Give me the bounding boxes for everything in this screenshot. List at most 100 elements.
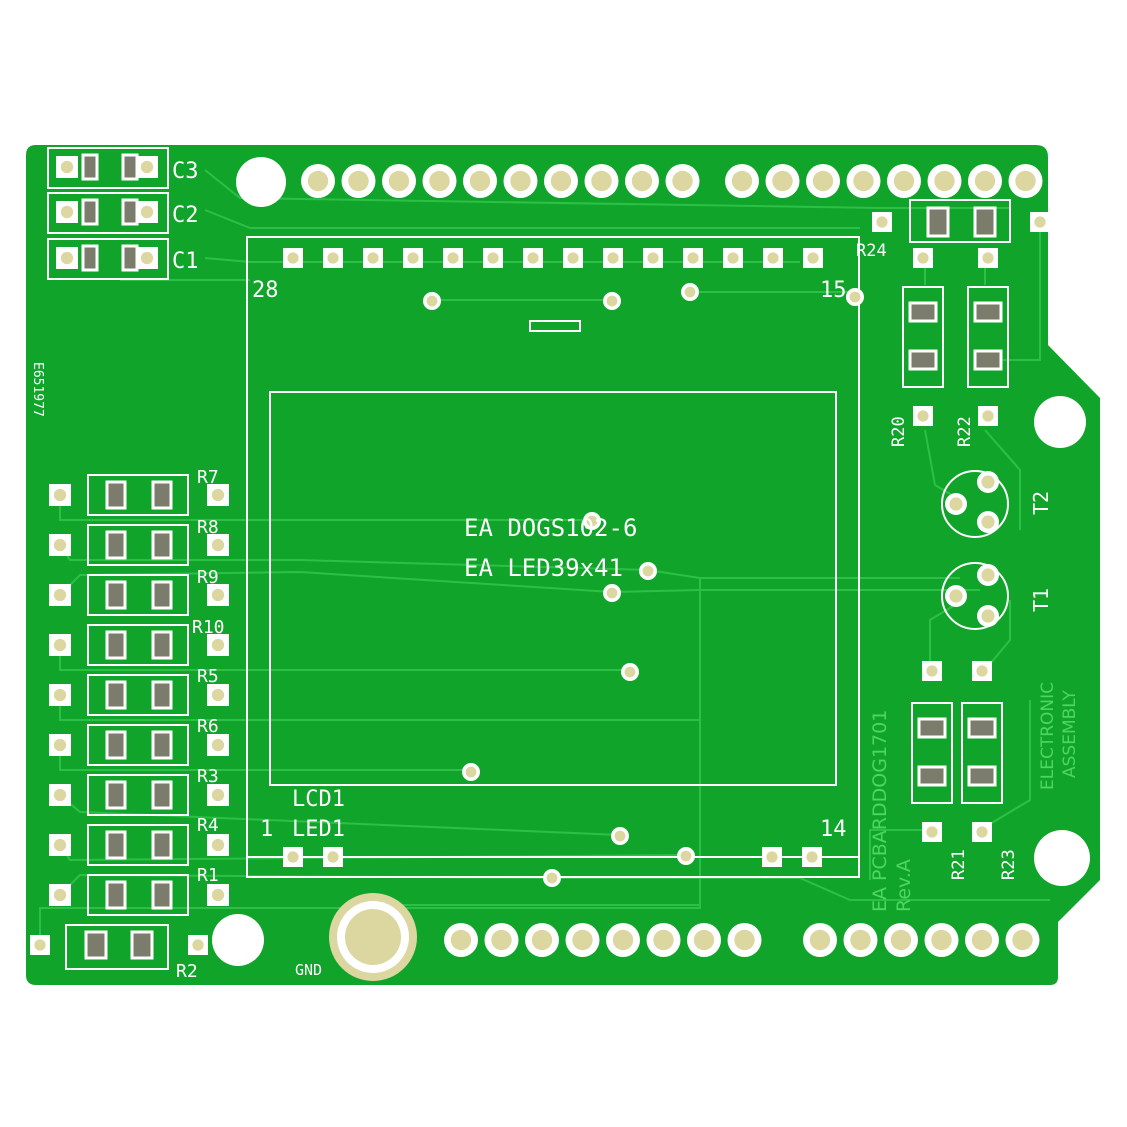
lcd-pin-top-9-drill [647, 252, 659, 264]
cap-pad-1-drill [140, 160, 154, 174]
label-pin15: 15 [820, 278, 847, 303]
res-right-pad-5-drill [211, 738, 225, 752]
r24-smd-b [973, 206, 997, 238]
label-gnd: GND [295, 961, 322, 979]
r23-smd-a [967, 717, 997, 739]
res-smd-a-0 [105, 480, 127, 510]
res-right-pad-2-drill [211, 588, 225, 602]
r21-outline [911, 702, 953, 804]
r2-pad-right-drill [192, 939, 204, 951]
r2-smd-a [84, 930, 108, 960]
resistor-outline-2 [87, 574, 189, 616]
label-c2: C2 [172, 203, 199, 228]
resistor-outline-3 [87, 624, 189, 666]
cap-smd-1 [121, 153, 139, 181]
res-smd-a-4 [105, 680, 127, 710]
label-r22: R22 [955, 416, 975, 447]
label-lcd1: LCD1 [292, 787, 345, 812]
header-bot-a-2-drill [531, 929, 553, 951]
header-bot-a-7-drill [734, 929, 755, 951]
r22-pad-bot-drill [982, 410, 994, 422]
trace-23 [929, 604, 956, 670]
cap-pad-5-drill [140, 251, 154, 265]
c3-outline [47, 147, 169, 189]
res-left-pad-7-drill [53, 838, 67, 852]
res-left-pad-5-drill [53, 738, 67, 752]
lcd-pin-top-10-drill [687, 252, 699, 264]
via-4-drill [586, 515, 598, 527]
lcd-pin-bot-3-drill [806, 851, 818, 863]
r20-outline [902, 286, 944, 388]
t1-pin-0-drill [949, 589, 963, 603]
res-right-pad-0-drill [211, 488, 225, 502]
c1-outline [47, 238, 169, 280]
res-smd-a-2 [105, 580, 127, 610]
header-top-a-0-drill [307, 170, 329, 192]
lcd-pin-top-12-drill [767, 252, 779, 264]
label-maker-line1: ELECTRONIC [1038, 682, 1058, 790]
header-top-b-1-drill [772, 170, 793, 192]
trace-15 [204, 209, 860, 229]
header-top-a-5-drill [510, 170, 531, 192]
label-maker-line2: ASSEMBLY [1060, 690, 1080, 778]
res-smd-a-8 [105, 880, 127, 910]
label-lcd-model: EA DOGS102-6 [464, 514, 637, 542]
t1-pin-1-drill [981, 568, 995, 582]
label-r21: R21 [949, 849, 969, 880]
lcd-pin-top-6-drill [527, 252, 539, 264]
via-3-drill [849, 291, 861, 303]
via-10-drill [680, 850, 692, 862]
label-r4: R4 [197, 815, 219, 836]
t1-pin-2-drill [981, 609, 995, 623]
trace-11 [611, 589, 980, 593]
r21-smd-a [917, 717, 947, 739]
res-left-pad-4-drill [53, 688, 67, 702]
via-2-drill [684, 286, 696, 298]
header-bot-b-0-drill [809, 929, 831, 951]
label-r7: R7 [197, 467, 219, 488]
r21-smd-b [917, 765, 947, 787]
label-pin14: 14 [820, 817, 847, 842]
r22-pad-top-drill [982, 252, 994, 264]
res-right-pad-8-drill [211, 888, 225, 902]
mounting-hole-2 [1034, 396, 1086, 448]
lcd-pin-top-5-drill [487, 252, 499, 264]
trace-26 [979, 700, 1031, 831]
mounting-hole-1 [212, 914, 264, 966]
label-r8: R8 [197, 517, 219, 538]
header-bot-a-1-drill [491, 929, 512, 951]
header-top-b-5-drill [934, 170, 955, 192]
res-right-pad-4-drill [211, 688, 225, 702]
lcd-pin-top-7-drill [567, 252, 579, 264]
label-r2: R2 [176, 961, 198, 982]
label-r3: R3 [197, 766, 219, 787]
lcd-pin-bot-1-drill [327, 851, 339, 863]
resistor-outline-4 [87, 674, 189, 716]
label-led1: LED1 [292, 817, 345, 842]
resistor-outline-8 [87, 874, 189, 916]
res-left-pad-2-drill [53, 588, 67, 602]
via-11-drill [546, 872, 558, 884]
gnd-ring-drill [345, 909, 401, 965]
res-left-pad-6-drill [53, 788, 67, 802]
r21-pad-top-drill [926, 665, 938, 677]
label-r6: R6 [197, 716, 219, 737]
resistor-outline-5 [87, 724, 189, 766]
via-5-drill [642, 565, 654, 577]
r20-pad-bot-drill [917, 410, 929, 422]
r20-pad-top-drill [917, 252, 929, 264]
label-r20: R20 [889, 416, 909, 447]
r24-pad-left-drill [876, 216, 888, 228]
lcd-pin-bot-2-drill [766, 851, 778, 863]
lcd-window [269, 391, 837, 786]
via-8-drill [465, 766, 477, 778]
header-top-a-2-drill [388, 170, 410, 192]
r22-smd-a [973, 301, 1003, 323]
header-top-a-6-drill [550, 170, 572, 192]
label-r10: R10 [192, 617, 225, 638]
lcd-pin-top-13-drill [807, 252, 819, 264]
res-smd-b-0 [151, 480, 173, 510]
res-left-pad-3-drill [53, 638, 67, 652]
header-top-b-4-drill [893, 170, 915, 192]
